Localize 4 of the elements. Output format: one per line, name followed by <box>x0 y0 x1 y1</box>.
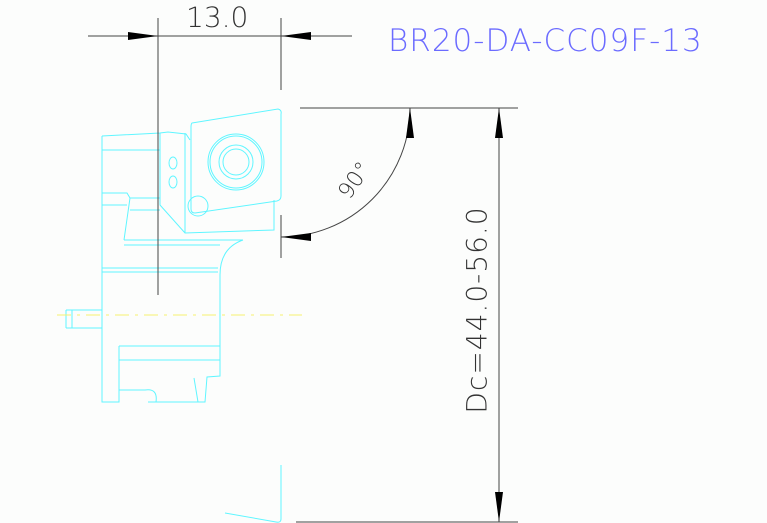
part-number-title: BR20-DA-CC09F-13 <box>388 26 703 57</box>
dimension-value: 13.0 <box>186 4 248 32</box>
dimension-value: Dc=44.0-56.0 <box>464 206 492 414</box>
angle-value: 90° <box>335 158 376 204</box>
